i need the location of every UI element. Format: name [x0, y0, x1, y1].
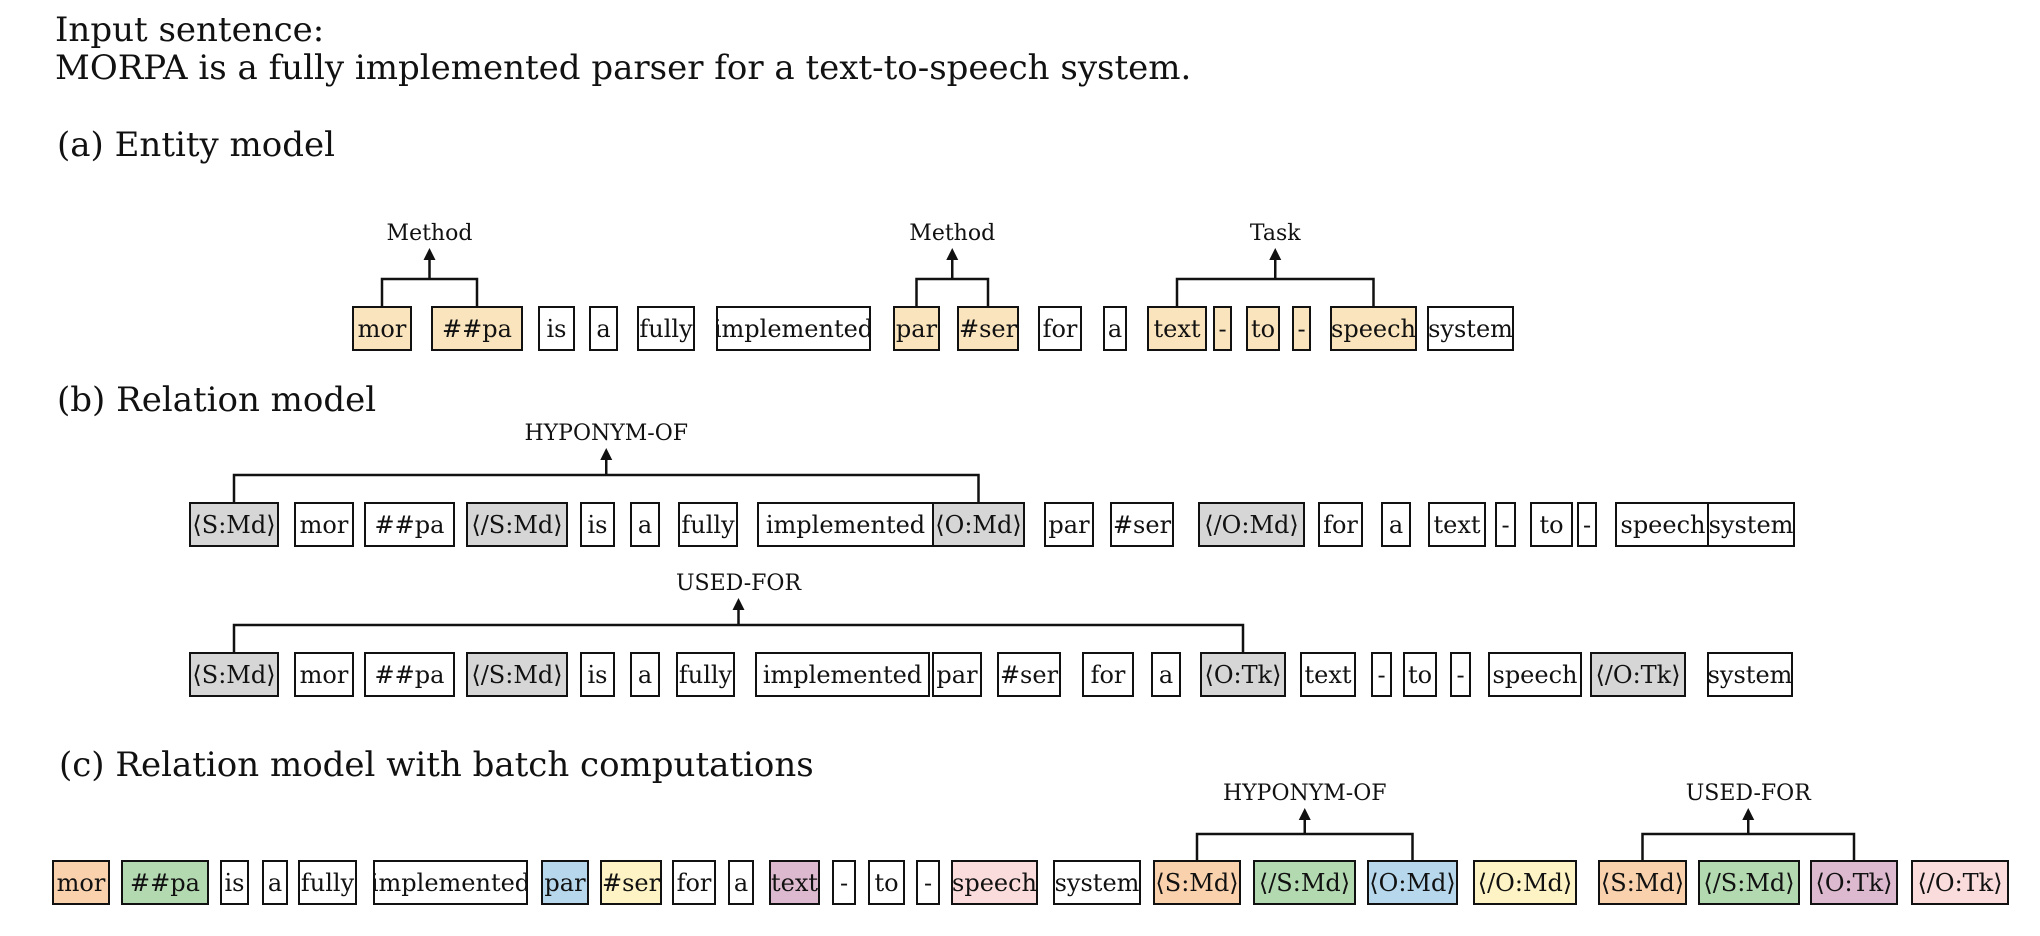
connector-label: USED-FOR	[676, 571, 802, 596]
input-sentence-label: Input sentence:	[55, 10, 325, 50]
connector-bracket	[915, 277, 990, 306]
connector-label: HYPONYM-OF	[1223, 781, 1387, 806]
relation-connector: USED-FOR	[1641, 781, 1856, 860]
relation-connector: Method	[380, 221, 479, 306]
panel-a-title: (a) Entity model	[57, 125, 336, 165]
connector-bracket	[1641, 832, 1856, 860]
connector-bracket	[232, 473, 980, 502]
arrow-up-icon	[1742, 808, 1755, 820]
arrow-up-icon	[1298, 808, 1311, 820]
panel-c-title: (c) Relation model with batch computatio…	[59, 745, 814, 785]
connector-label: USED-FOR	[1686, 781, 1812, 806]
arrow-up-icon	[423, 248, 436, 260]
connector-bracket	[232, 623, 1245, 652]
arrow-up-icon	[732, 598, 745, 610]
relation-connector: Task	[1175, 221, 1375, 306]
connector-bracket	[1195, 832, 1414, 860]
connector-label: Method	[387, 221, 473, 246]
connector-bracket	[1175, 277, 1375, 306]
connector-bracket	[380, 277, 479, 306]
panel-b-title: (b) Relation model	[57, 380, 377, 420]
relation-connector: USED-FOR	[232, 571, 1245, 652]
connector-label: Method	[909, 221, 995, 246]
relation-connector: Method	[909, 221, 995, 306]
relation-connector: HYPONYM-OF	[232, 421, 980, 502]
connector-label: Task	[1250, 221, 1301, 246]
relation-connector: HYPONYM-OF	[1195, 781, 1414, 860]
arrow-up-icon	[946, 248, 959, 260]
arrow-up-icon	[600, 448, 613, 460]
arrow-up-icon	[1269, 248, 1282, 260]
connector-label: HYPONYM-OF	[524, 421, 688, 446]
input-sentence: MORPA is a fully implemented parser for …	[55, 48, 1192, 88]
